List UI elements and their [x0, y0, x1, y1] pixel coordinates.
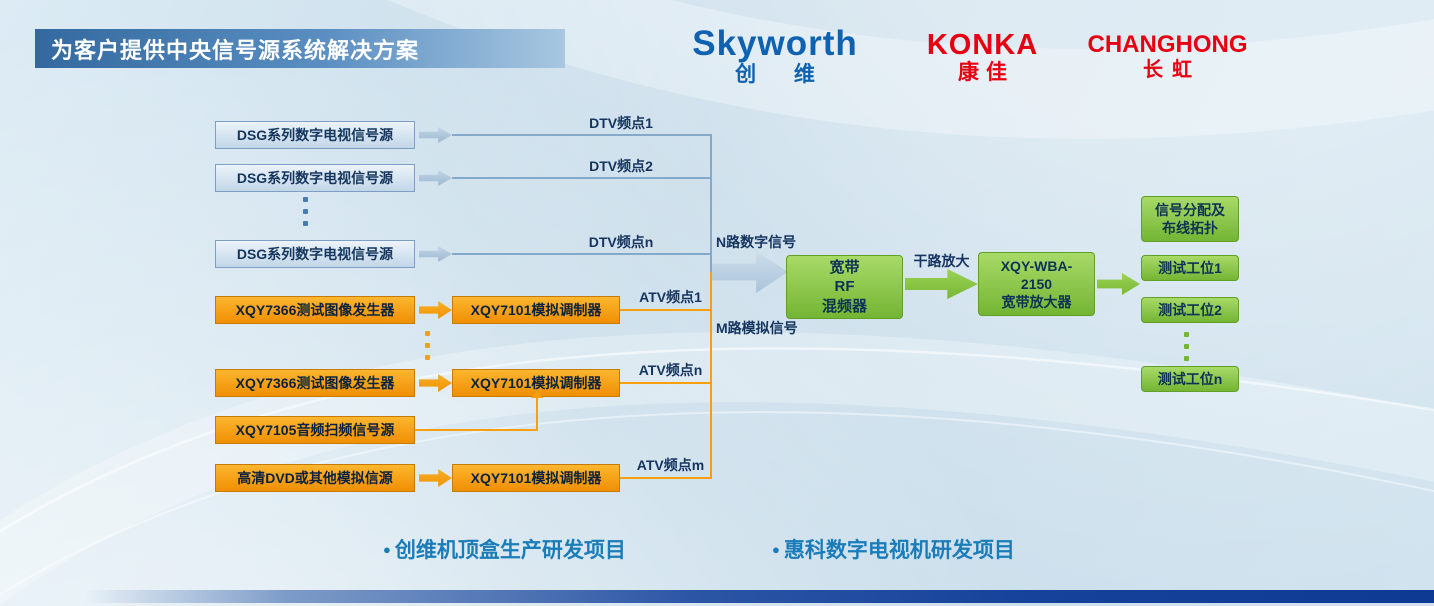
- analog-source-box-1: XQY7366测试图像发生器: [215, 296, 415, 324]
- konka-wordmark: KONKA: [926, 29, 1039, 61]
- atv-label-2: ATV频点n: [638, 362, 703, 378]
- n-signal-label: N路数字信号: [716, 234, 797, 250]
- atv-line-2: [620, 382, 711, 384]
- dtv-line-1: [452, 134, 711, 136]
- ellipsis-dots-orange: [425, 331, 430, 360]
- trunk-amp-label: 干路放大: [913, 253, 970, 269]
- page-title: 为客户提供中央信号源系统解决方案: [51, 37, 420, 63]
- rf-mixer-box: 宽带 RF 混频器: [786, 255, 903, 319]
- dtv-line-3: [452, 253, 711, 255]
- bottom-accent-bar: [85, 590, 1434, 603]
- analog-bus-line: [710, 272, 712, 479]
- footer-bullet-1: ●创维机顶盒生产研发项目: [383, 534, 626, 564]
- modulator-box-3: XQY7101模拟调制器: [452, 464, 620, 492]
- changhong-logo: CHANGHONG 长虹: [1085, 32, 1250, 81]
- test-station-box-3: 测试工位n: [1141, 366, 1239, 392]
- dsg-source-box-2: DSG系列数字电视信号源: [215, 164, 415, 192]
- analog-source-box-4: 高清DVD或其他模拟信源: [215, 464, 415, 492]
- modulator-box-1: XQY7101模拟调制器: [452, 296, 620, 324]
- atv-line-3: [620, 477, 711, 479]
- dsg-source-box-1: DSG系列数字电视信号源: [215, 121, 415, 149]
- test-station-box-1: 测试工位1: [1141, 255, 1239, 281]
- analog-source-box-3: XQY7105音频扫频信号源: [215, 416, 415, 444]
- footer-bullet-2-text: 惠科数字电视机研发项目: [783, 539, 1015, 562]
- distribution-topology-box: 信号分配及 布线拓扑: [1141, 196, 1239, 242]
- broadband-amplifier-box: XQY-WBA- 2150 宽带放大器: [978, 252, 1095, 316]
- dtv-label-1: DTV频点1: [589, 115, 653, 131]
- digital-bus-line: [710, 134, 712, 273]
- konka-logo: KONKA 康佳: [905, 30, 1060, 84]
- bullet-icon: ●: [383, 542, 391, 557]
- atv-label-1: ATV频点1: [639, 289, 702, 305]
- bullet-icon: ●: [772, 542, 780, 557]
- dsg-source-box-3: DSG系列数字电视信号源: [215, 240, 415, 268]
- ellipsis-dots-blue: [303, 197, 308, 226]
- title-banner: 为客户提供中央信号源系统解决方案: [35, 29, 565, 68]
- sweep-source-line-h: [415, 429, 538, 431]
- footer-bullet-2: ●惠科数字电视机研发项目: [772, 534, 1015, 564]
- atv-label-3: ATV频点m: [636, 457, 705, 473]
- changhong-wordmark: CHANGHONG: [1087, 31, 1248, 58]
- analog-source-box-2: XQY7366测试图像发生器: [215, 369, 415, 397]
- test-station-box-2: 测试工位2: [1141, 297, 1239, 323]
- changhong-chinese: 长虹: [1143, 59, 1201, 82]
- dtv-line-2: [452, 177, 711, 179]
- dtv-label-3: DTV频点n: [588, 234, 654, 250]
- sweep-source-line-v: [536, 397, 538, 431]
- skyworth-logo: Skyworth 创 维: [675, 24, 875, 86]
- dtv-label-2: DTV频点2: [589, 158, 653, 174]
- footer-bullet-1-text: 创维机顶盒生产研发项目: [394, 539, 626, 562]
- arrow-up-icon: [531, 390, 543, 398]
- skyworth-chinese: 创 维: [735, 62, 831, 86]
- konka-chinese: 康佳: [958, 61, 1014, 85]
- m-signal-label: M路模拟信号: [716, 320, 798, 336]
- skyworth-wordmark: Skyworth: [692, 24, 858, 63]
- atv-line-1: [620, 309, 711, 311]
- ellipsis-dots-green: [1184, 332, 1189, 361]
